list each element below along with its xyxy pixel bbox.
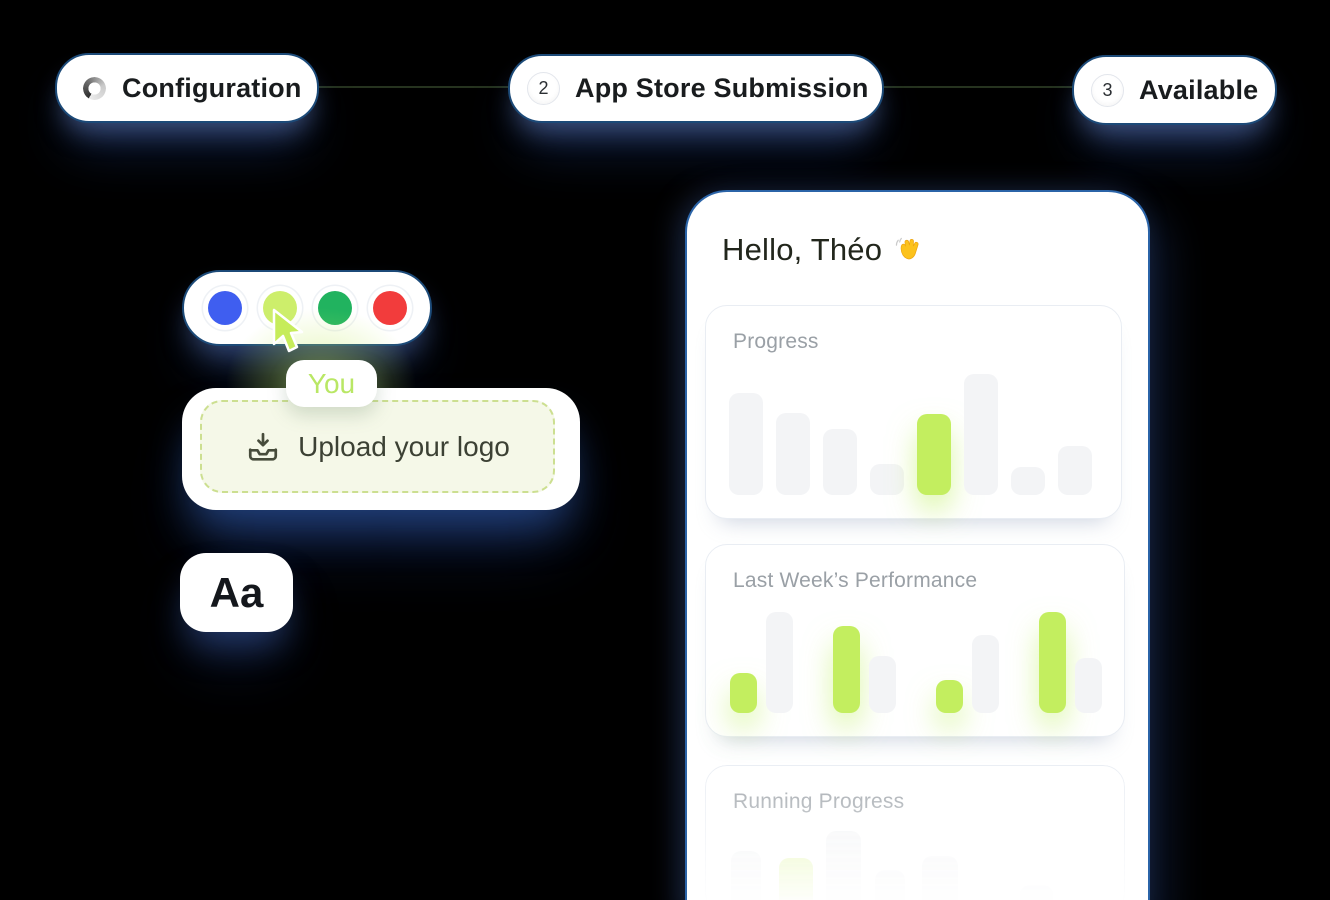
you-badge: You: [286, 360, 377, 407]
step-pill-configuration[interactable]: Configuration: [55, 53, 319, 123]
step-label: Available: [1139, 74, 1259, 105]
step-label: App Store Submission: [575, 73, 869, 103]
bar: [875, 870, 905, 900]
card-title: Last Week’s Performance: [733, 569, 978, 592]
bar: [731, 851, 761, 900]
upload-card: Upload your logo: [182, 388, 580, 510]
greeting-heading: Hello, Théo: [722, 232, 924, 268]
bar: [776, 413, 810, 495]
waving-hand-icon: [895, 237, 919, 260]
bar-accent: [936, 680, 963, 713]
last-week-performance-card: Last Week’s Performance: [705, 544, 1125, 737]
upload-inbox-icon: [249, 432, 278, 461]
step-label: Configuration: [122, 72, 302, 103]
bar-pair: [730, 612, 793, 713]
bar: [729, 393, 763, 495]
typography-sample: Aa: [209, 568, 264, 616]
step-connector: [878, 86, 1078, 88]
color-swatch-3[interactable]: [372, 291, 407, 325]
bar-pair: [936, 635, 999, 713]
bar: [1075, 658, 1102, 713]
bar: [823, 429, 857, 495]
bar: [922, 856, 958, 900]
upload-label: Upload your logo: [298, 430, 510, 462]
bar: [1011, 467, 1045, 495]
bar: [826, 831, 861, 900]
bar-accent: [833, 626, 860, 713]
color-swatch-2[interactable]: [317, 291, 352, 325]
bar: [1058, 446, 1092, 495]
step-pill-available[interactable]: 3 Available: [1072, 55, 1277, 125]
you-label: You: [307, 367, 356, 399]
bar-accent: [1039, 612, 1066, 713]
typography-card[interactable]: Aa: [180, 553, 293, 632]
step-connector: [316, 86, 512, 88]
bar-accent: [730, 673, 757, 713]
progress-bar-chart: [729, 374, 1092, 495]
bar: [870, 464, 904, 495]
cursor-arrow-icon: [264, 306, 308, 363]
bar: [972, 635, 999, 713]
card-title: Progress: [733, 330, 819, 353]
spinner-icon: [83, 76, 106, 100]
bar: [1020, 885, 1053, 900]
upload-dropzone[interactable]: Upload your logo: [200, 400, 555, 493]
running-bar-chart: [706, 766, 1124, 900]
bar-pair: [833, 626, 896, 713]
phone-mockup: Hello, Théo Progress Last Week’s Perform…: [685, 190, 1150, 900]
bar-pair: [1039, 612, 1102, 713]
card-title: Running Progress: [733, 790, 905, 813]
step-number-badge: 3: [1091, 73, 1124, 107]
greeting-text: Hello, Théo: [722, 232, 883, 267]
bar-accent: [779, 858, 813, 900]
color-swatch-0[interactable]: [207, 291, 242, 325]
bar-accent: [917, 414, 951, 495]
step-number-badge: 2: [527, 72, 560, 105]
performance-bar-chart: [730, 612, 1102, 713]
progress-card: Progress: [705, 305, 1122, 519]
bar: [964, 374, 998, 495]
running-progress-card: Running Progress: [705, 765, 1125, 900]
step-pill-app-store-submission[interactable]: 2 App Store Submission: [508, 54, 884, 123]
bar: [766, 612, 793, 713]
bar: [869, 656, 896, 713]
